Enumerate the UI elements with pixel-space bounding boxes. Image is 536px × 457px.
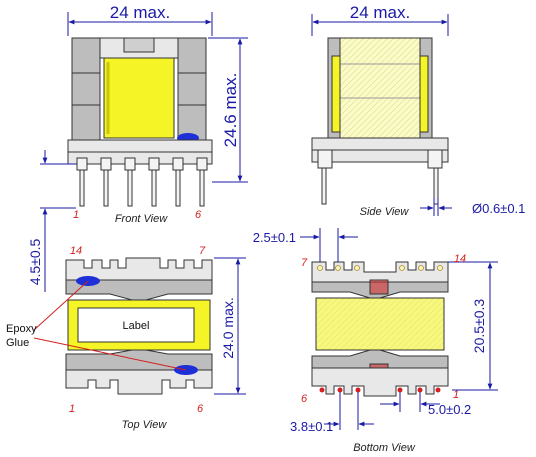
bottom-pitch-top-dim: 2.5±0.1 <box>253 230 296 245</box>
top-view-caption: Top View <box>122 419 168 431</box>
top-height-dim: 24.0 max. <box>220 297 236 358</box>
bottom-pin-14: 14 <box>454 253 466 265</box>
top-pin-7: 7 <box>199 245 206 257</box>
side-pin-diameter-dim: Ø0.6±0.1 <box>472 201 525 216</box>
top-pin-6: 6 <box>197 403 204 415</box>
bottom-height-dim: 20.5±0.3 <box>471 299 487 354</box>
front-height-dim: 24.6 max. <box>221 73 240 148</box>
front-view-caption: Front View <box>115 213 168 225</box>
epoxy-label-1: Epoxy <box>6 323 37 335</box>
front-width-dim: 24 max. <box>110 3 170 22</box>
top-pin-14: 14 <box>70 245 82 257</box>
top-pin-1: 1 <box>69 403 75 415</box>
bottom-row-spacing-dim: 5.0±0.2 <box>428 402 471 417</box>
bottom-view: 2.5±0.1 20.5±0.3 5.0±0.2 3.8±0.1 7 14 6 … <box>253 228 498 454</box>
side-view: 24 max. Ø0.6±0.1 Side View <box>311 3 525 218</box>
front-pin-6: 6 <box>195 209 202 221</box>
front-pin-offset-dim: 4.5±0.5 <box>27 238 43 285</box>
bottom-view-caption: Bottom View <box>353 442 416 454</box>
bottom-pitch-bottom-dim: 3.8±0.1 <box>290 419 333 434</box>
side-view-caption: Side View <box>360 206 410 218</box>
bottom-pin-7: 7 <box>301 257 308 269</box>
side-width-dim: 24 max. <box>350 3 410 22</box>
bottom-pin-1: 1 <box>453 389 459 401</box>
front-view: 24 max. 24.6 max. 1 6 Front View <box>40 3 248 225</box>
top-label-text: Label <box>123 320 150 332</box>
front-pin-1: 1 <box>73 209 79 221</box>
bottom-pin-6: 6 <box>301 393 308 405</box>
top-view: Label Epoxy Glue 24.0 max. 4.5±0.5 14 7 … <box>6 222 246 431</box>
epoxy-label-2: Glue <box>6 337 29 349</box>
